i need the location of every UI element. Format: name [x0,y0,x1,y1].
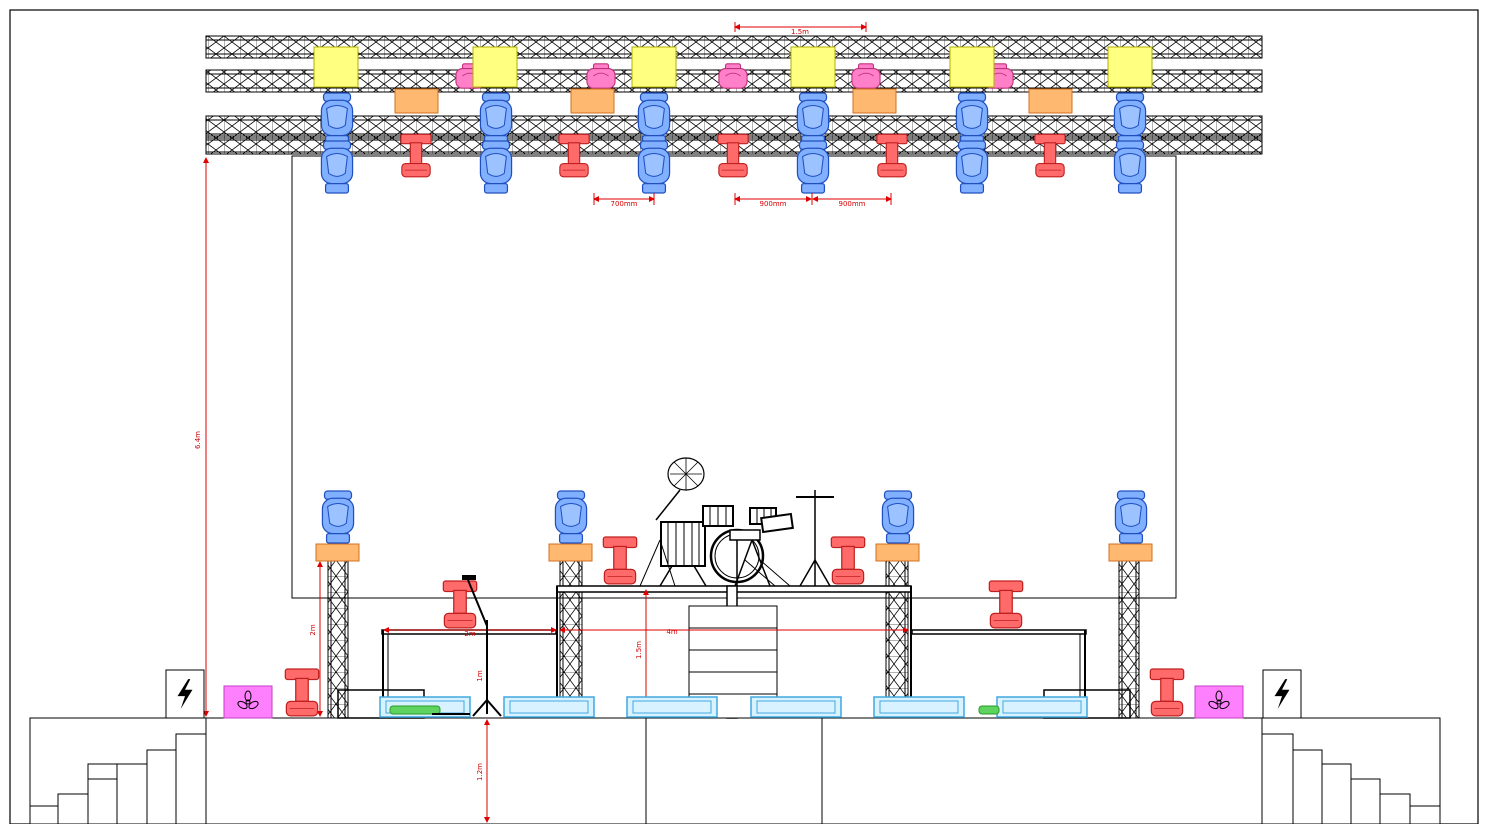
drum-riser-truss-left [559,559,583,719]
wedge-monitor [626,696,718,718]
dimension-label: 1.2m [476,763,484,781]
dimension-label: 1m [476,670,484,681]
green-floor-light [978,705,1000,715]
wedge-monitor [750,696,842,718]
moving-head-fixture [881,490,915,544]
drum-riser-truss-right [885,559,909,719]
moving-head-fixture [796,140,830,194]
drum-hardware [639,539,791,587]
dimension-gap-b: 900mm [734,193,812,208]
fan-left [223,685,273,719]
moving-head-fixture [1114,490,1148,544]
stairs-right [1262,733,1440,824]
dimension-gap-c: 900mm [811,193,892,208]
tower-truss-right [1118,559,1140,719]
moving-head-fixture [479,92,513,146]
dimension-riser-widths: 2m 4m [383,627,909,638]
side-riser-right [911,629,1131,719]
dimension-total-height: 6.4m [194,157,209,717]
truss-row-1 [205,35,1263,59]
dimension-gap-a: 700mm [593,193,655,208]
red-fixture [988,580,1024,629]
moving-head-fixture [321,490,355,544]
moving-head-fixture [320,140,354,194]
blinder-fixture [570,88,615,114]
crash-cymbal [655,457,705,521]
blinder-fixture [548,543,593,562]
tower-top-fixtures [315,490,1153,562]
pink-fixture [851,63,881,89]
pink-fixture [718,63,748,89]
wash-fixture [631,46,677,88]
drum-kit-icon [639,457,834,587]
floor-wedges [379,696,1088,718]
wash-fixture [949,46,995,88]
moving-head-fixture [637,92,671,146]
dimension-label: 1.5m [791,28,809,36]
floor-tom [659,521,707,587]
stage-deck [29,717,1441,825]
red-fixture [284,668,320,717]
dimension-tower-height: 2m [309,561,323,717]
overhead-blinders [394,88,1073,114]
blinder-fixture [394,88,439,114]
wash-fixture [313,46,359,88]
wedge-monitor [503,696,595,718]
moving-head-fixture [479,140,513,194]
wash-fixture [790,46,836,88]
moving-head-fixture [320,92,354,146]
dimension-label: 900mm [760,200,787,208]
wash-fixture [472,46,518,88]
moving-head-fixture [1113,140,1147,194]
power-drop-right [1262,669,1302,719]
moving-head-fixture [554,490,588,544]
ride-cymbal [796,490,834,587]
dimension-label: 4m [666,628,677,636]
dimension-label: 2m [464,630,475,638]
dimension-label: 6.4m [194,431,202,449]
power-drop-left [165,669,205,719]
moving-head-fixture [955,140,989,194]
fan-right [1194,685,1244,719]
dimension-label: 2m [309,624,317,635]
blinder-fixture [875,543,920,562]
dimension-label: 700mm [611,200,638,208]
moving-head-fixture [796,92,830,146]
wedge-monitor [996,696,1088,718]
red-fixture [1149,668,1185,717]
wash-fixture [1107,46,1153,88]
dimension-label: 900mm [839,200,866,208]
rack-toms [702,505,794,541]
stairs-left [30,733,206,824]
dimension-top-spacing: 1.5m [734,22,867,36]
blinder-fixture [315,543,360,562]
blinder-fixture [1108,543,1153,562]
moving-head-fixture [637,140,671,194]
dimension-drum-riser-height: 1.5m [635,589,649,717]
blinder-fixture [1028,88,1073,114]
moving-head-fixture [955,92,989,146]
dimension-label: 1.5m [635,641,643,659]
overhead-wash-fixtures [313,46,1153,88]
moving-head-fixture [1113,92,1147,146]
microphone-stand-icon: 1m [432,575,502,717]
drum-riser [556,585,912,719]
pink-fixture [586,63,616,89]
wedge-monitor [873,696,965,718]
dimension-stage-height: 1.2m [476,719,490,823]
green-floor-light [389,705,441,715]
blinder-fixture [852,88,897,114]
